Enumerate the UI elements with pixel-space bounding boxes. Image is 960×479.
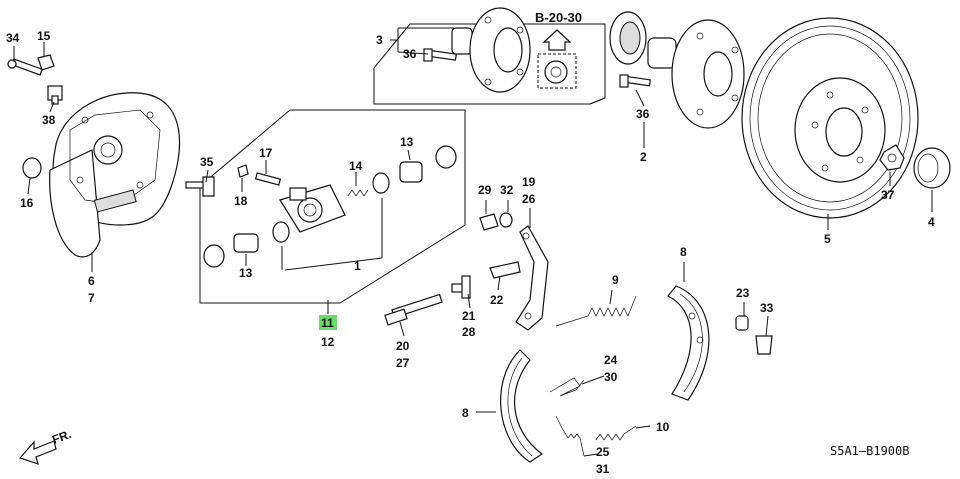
callout-3: 3 — [376, 33, 383, 47]
retainer-24-30 — [549, 377, 585, 397]
callout-34: 34 — [6, 31, 20, 45]
pin-23 — [735, 315, 749, 331]
callout-6: 6 — [88, 274, 95, 288]
callout-11-highlight — [319, 315, 337, 330]
hub-unit-2 — [647, 19, 745, 129]
spring-10 — [595, 425, 637, 441]
callout-8-left: 8 — [462, 406, 469, 420]
cap-16 — [22, 157, 42, 179]
callout-14: 14 — [349, 159, 363, 173]
callout-5: 5 — [824, 232, 831, 246]
callout-4: 4 — [928, 215, 935, 229]
callout-21: 21 — [462, 309, 476, 323]
callout-labels: 34 15 38 16 6 7 35 18 17 14 13 13 1 11 1… — [6, 10, 935, 476]
brake-shoe-right-8 — [667, 285, 710, 401]
callout-32: 32 — [500, 183, 514, 197]
callout-37: 37 — [881, 188, 895, 202]
boot-lower — [203, 244, 225, 268]
callout-9: 9 — [612, 273, 619, 287]
leader-lines — [13, 27, 933, 457]
callout-16: 16 — [20, 196, 34, 210]
callout-35: 35 — [200, 155, 214, 169]
callout-22: 22 — [490, 293, 504, 307]
callout-7: 7 — [88, 291, 95, 305]
callout-26: 26 — [522, 192, 536, 206]
backing-plate — [49, 92, 181, 258]
bolt-34 — [7, 58, 43, 76]
hub-assembly-3 — [451, 7, 531, 93]
wheel-cylinder-box — [185, 109, 466, 304]
brake-shoe-left-8 — [500, 349, 544, 463]
hub-bolt-36 — [423, 48, 457, 62]
callout-1: 1 — [354, 259, 361, 273]
cup-lower — [272, 221, 290, 243]
clip-32 — [499, 212, 513, 228]
spring-9 — [555, 295, 637, 327]
callout-15: 15 — [37, 29, 51, 43]
callout-25: 25 — [596, 445, 610, 459]
bolt-35 — [185, 176, 215, 197]
pin-21-28 — [451, 275, 471, 299]
callout-29: 29 — [478, 183, 492, 197]
callout-28: 28 — [462, 325, 476, 339]
reference-label: B-20-30 — [535, 10, 582, 25]
front-label: FR. — [50, 427, 73, 447]
front-arrow-icon — [18, 440, 57, 465]
adjuster-20-27 — [384, 293, 443, 326]
callout-31: 31 — [596, 462, 610, 476]
diagram-code: S5A1—B1900B — [830, 444, 909, 458]
boot-upper — [435, 145, 457, 169]
hub-cap-4 — [913, 147, 951, 189]
callout-8-right: 8 — [680, 245, 687, 259]
callout-13-upper: 13 — [400, 135, 414, 149]
nut-inset — [544, 60, 568, 84]
callout-2: 2 — [640, 150, 647, 164]
arrow-up-icon — [542, 29, 572, 51]
callout-12: 12 — [321, 335, 335, 349]
callout-19: 19 — [522, 175, 536, 189]
clip-22 — [489, 261, 521, 279]
bleeder-screw-17 — [254, 172, 282, 186]
callout-36-inset: 36 — [403, 47, 417, 61]
callout-27: 27 — [396, 356, 410, 370]
inset-box — [373, 7, 606, 105]
callout-10: 10 — [656, 420, 670, 434]
brake-drum-5 — [741, 17, 919, 219]
callout-17: 17 — [259, 146, 273, 160]
callout-38: 38 — [42, 113, 56, 127]
spring-14 — [347, 189, 369, 197]
callout-20: 20 — [396, 339, 410, 353]
callout-33: 33 — [760, 301, 774, 315]
cylinder-body-1 — [279, 184, 346, 233]
piston-13-upper — [399, 161, 423, 183]
callout-24: 24 — [604, 353, 618, 367]
clip-33 — [755, 335, 773, 355]
parking-lever-19-26 — [515, 225, 549, 331]
callout-13-lower: 13 — [239, 266, 253, 280]
callout-36: 36 — [636, 107, 650, 121]
washer-29 — [479, 213, 499, 231]
callout-11: 11 — [321, 316, 334, 330]
bleeder-cap-18 — [237, 164, 249, 178]
callout-23: 23 — [736, 286, 750, 300]
hub-bolt-36-b — [619, 74, 651, 88]
bolt-38 — [47, 85, 63, 105]
callout-18: 18 — [234, 194, 248, 208]
nut-37 — [879, 144, 905, 171]
callout-30: 30 — [604, 370, 618, 384]
spring-25-31 — [555, 415, 585, 457]
nut-15 — [37, 54, 55, 71]
piston-13-lower — [233, 233, 259, 253]
cup-upper — [372, 172, 390, 194]
oil-seal — [609, 11, 647, 65]
